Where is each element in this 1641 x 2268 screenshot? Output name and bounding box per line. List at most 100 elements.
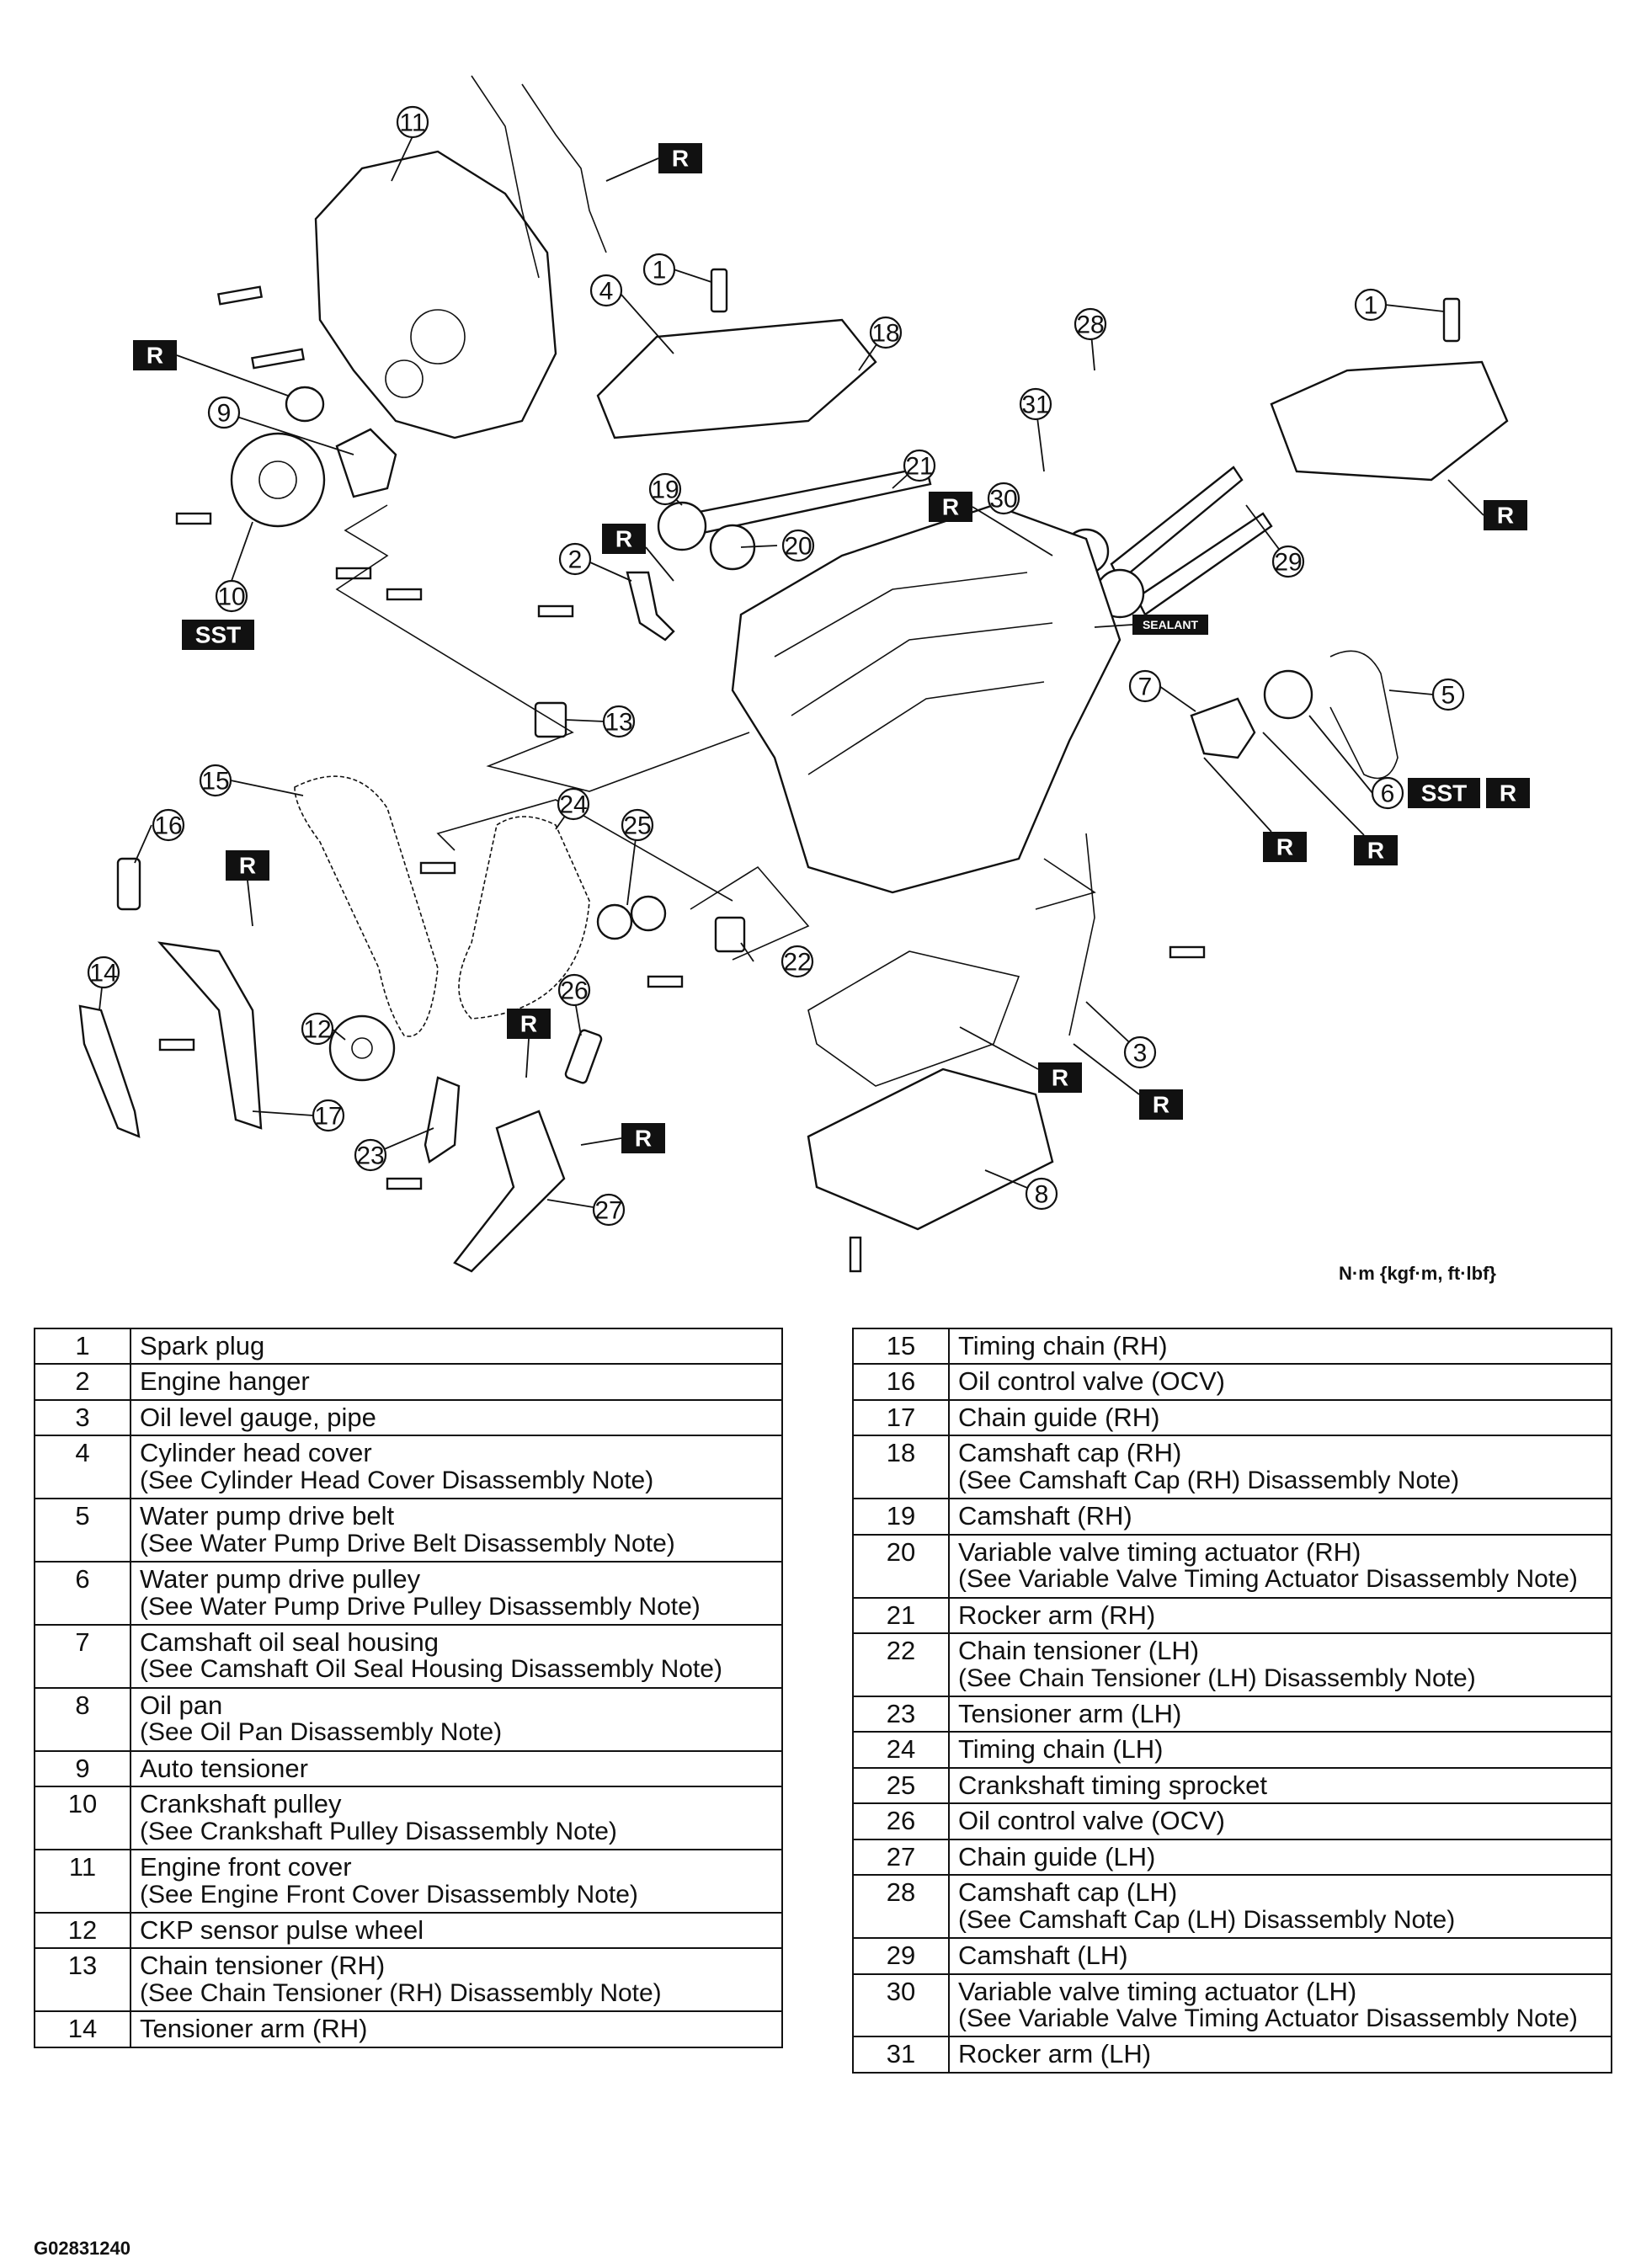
spark-plug-rh-shape	[710, 268, 728, 313]
callout-1-rh-text: 1	[653, 257, 667, 285]
callout-24-text: 24	[559, 791, 587, 819]
part-name: Crankshaft timing sprocket	[958, 1770, 1267, 1800]
part-name: Crankshaft pulley	[140, 1789, 342, 1819]
replace-tag: R	[226, 850, 269, 881]
replace-tag: R	[929, 492, 972, 522]
ocv-rh-shape	[116, 857, 141, 911]
callout-28: 28	[1074, 307, 1107, 341]
part-number: 16	[852, 1363, 950, 1401]
replace-tag-text: R	[1367, 838, 1384, 864]
callout-9: 9	[207, 396, 241, 429]
cylinder-block-detail	[774, 572, 1053, 775]
part-description: Camshaft (RH)	[948, 1498, 1612, 1536]
engine-front-cover-shape	[314, 150, 557, 439]
part-name: Rocker arm (LH)	[958, 2039, 1152, 2069]
part-name: Cylinder head cover	[140, 1438, 372, 1468]
reference-lines	[335, 504, 1096, 961]
callout-5-text: 5	[1441, 682, 1456, 710]
callout-14-text: 14	[89, 960, 117, 988]
callout-21-text: 21	[905, 453, 933, 481]
part-note: (See Chain Tensioner (LH) Disassembly No…	[958, 1664, 1476, 1692]
callout-9-text: 9	[217, 400, 232, 428]
part-note: (See Water Pump Drive Pulley Disassembly…	[140, 1592, 701, 1621]
callout-24: 24	[557, 787, 590, 821]
part-drawings	[78, 75, 1509, 1273]
rh-head-cover-shape	[596, 318, 877, 439]
replace-tag: R	[133, 340, 177, 370]
replace-tag-text: R	[1497, 503, 1514, 529]
part-name: Camshaft oil seal housing	[140, 1626, 439, 1657]
part-description: Tensioner arm (LH)	[948, 1695, 1612, 1733]
part-description: Oil control valve (OCV)	[948, 1802, 1612, 1840]
part-description: Camshaft (LH)	[948, 1937, 1612, 1975]
part-name: Chain tensioner (RH)	[140, 1951, 386, 1981]
part-note: (See Oil Pan Disassembly Note)	[140, 1718, 503, 1747]
replace-tag: R	[1263, 832, 1307, 862]
part-description: Engine front cover(See Engine Front Cove…	[130, 1849, 783, 1914]
part-name: Tensioner arm (RH)	[140, 2014, 368, 2044]
replace-tag: R	[658, 143, 702, 173]
part-description: Chain guide (RH)	[948, 1398, 1612, 1437]
callout-27: 27	[592, 1193, 626, 1227]
callout-2-text: 2	[568, 546, 583, 574]
part-number: 5	[34, 1498, 131, 1563]
callouts: 11 1 1 4 18 28 9 31 21 19 30 20 2 29 10 …	[87, 105, 1465, 1227]
part-number: 22	[852, 1632, 950, 1697]
auto-tensioner-shape	[335, 428, 397, 498]
bolt-shapes	[158, 285, 1206, 1273]
callout-15: 15	[199, 764, 232, 797]
part-description: Chain guide (LH)	[948, 1838, 1612, 1877]
part-name: Engine hanger	[140, 1366, 310, 1397]
callout-26-text: 26	[560, 977, 588, 1005]
oil-pan-gasket-shape	[807, 950, 1020, 1087]
callout-26: 26	[557, 973, 591, 1007]
replace-tag-text: R	[1052, 1065, 1068, 1091]
part-name: Rocker arm (RH)	[958, 1600, 1156, 1630]
callout-6: 6	[1371, 776, 1404, 810]
figure-id: G02831240	[34, 2238, 131, 2259]
part-note: (See Cylinder Head Cover Disassembly Not…	[140, 1466, 654, 1494]
callout-10-text: 10	[217, 583, 245, 611]
part-description: Oil control valve (OCV)	[948, 1363, 1612, 1401]
part-number: 8	[34, 1686, 131, 1752]
tensioner-arm-rh-shape	[78, 1004, 141, 1138]
part-note: (See Engine Front Cover Disassembly Note…	[140, 1880, 638, 1909]
part-name: Camshaft cap (LH)	[958, 1877, 1178, 1908]
rh-camshaft-shape	[689, 466, 932, 536]
chain-guide-lh-shape	[453, 1110, 566, 1273]
part-description: Timing chain (LH)	[948, 1731, 1612, 1769]
callout-11-text: 11	[399, 109, 425, 137]
replace-tag-text: R	[239, 853, 256, 879]
front-oil-seal-shape	[285, 386, 325, 423]
replace-tag-text: R	[1276, 834, 1293, 860]
crank-sprocket-a-shape	[596, 903, 633, 940]
part-name: Variable valve timing actuator (RH)	[958, 1536, 1361, 1567]
sealant-tag: SEALANT	[1132, 615, 1208, 635]
part-name: Camshaft (RH)	[958, 1501, 1132, 1531]
part-description: Rocker arm (LH)	[948, 2036, 1612, 2074]
chain-guide-rh-shape	[157, 941, 263, 1130]
callout-7-text: 7	[1138, 673, 1153, 701]
sealant-tag-text: SEALANT	[1143, 618, 1199, 631]
callout-6-text: 6	[1381, 780, 1395, 808]
replace-tag: R	[1484, 500, 1527, 530]
engine-hanger-shape	[626, 571, 675, 642]
callout-13-text: 13	[605, 709, 632, 737]
callout-18-text: 18	[871, 320, 899, 348]
replace-tag: R	[1038, 1062, 1082, 1093]
callout-2: 2	[558, 542, 592, 576]
replace-tag: R	[1354, 835, 1398, 865]
spark-plug-lh-shape	[1442, 297, 1461, 343]
callout-27-text: 27	[594, 1197, 622, 1225]
part-description: Cylinder head cover(See Cylinder Head Co…	[130, 1435, 783, 1500]
oil-pan-shape	[807, 1067, 1054, 1231]
part-number: 27	[852, 1838, 950, 1877]
part-description: Tensioner arm (RH)	[130, 2010, 783, 2048]
water-pump-belt-shape	[1329, 650, 1399, 780]
part-number: 6	[34, 1561, 131, 1626]
